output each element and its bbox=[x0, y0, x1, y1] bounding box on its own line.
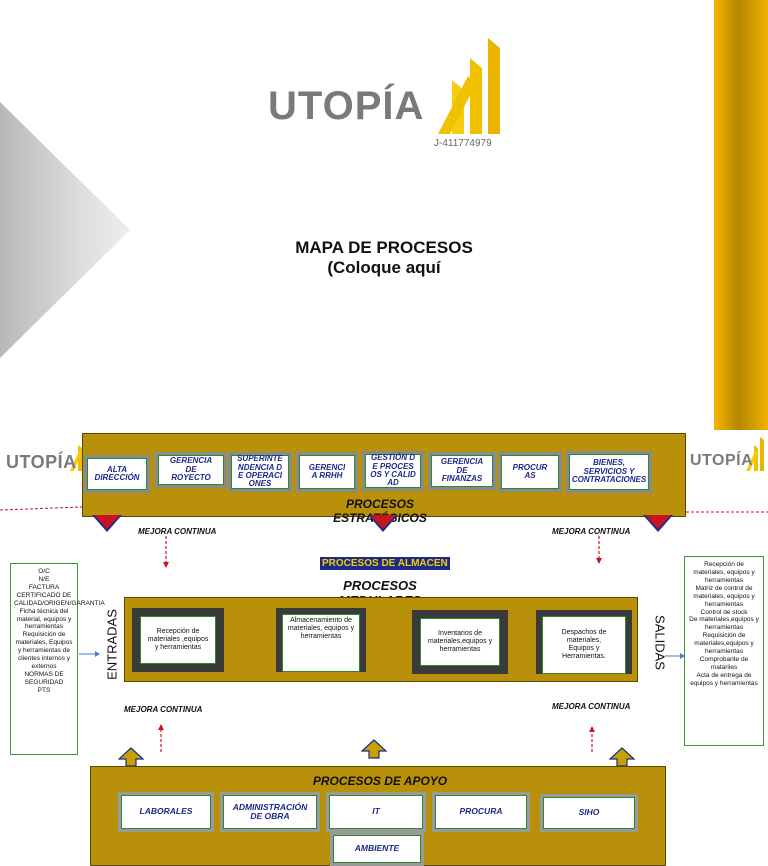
strategic-box-alta-direccion: ALTA DIRECCIÓN bbox=[84, 455, 150, 493]
strategic-box-label: BIENES, SERVICIOS Y CONTRATACIONES bbox=[569, 454, 649, 490]
medular-box-label: Despachos de materiales, Equipos y Herra… bbox=[542, 616, 626, 674]
strategic-box-label: GERENCIA DE FINANZAS bbox=[431, 455, 493, 487]
down-arrow-icon bbox=[643, 515, 673, 532]
small-logo-right: UTOPÍA bbox=[690, 437, 768, 477]
support-box-label: ADMINISTRACIÓN DE OBRA bbox=[223, 795, 317, 829]
small-logo-mark-icon bbox=[746, 437, 764, 471]
support-box-procura: PROCURA bbox=[432, 792, 530, 832]
support-box-label: AMBIENTE bbox=[333, 835, 421, 863]
up-arrow-icon bbox=[361, 739, 387, 759]
support-box-it: IT bbox=[326, 792, 426, 832]
almacen-label: PROCESOS DE ALMACEN bbox=[320, 557, 450, 570]
main-logo: UTOPÍA J-411774979 bbox=[268, 36, 518, 156]
inputs-box: O/C N/E FACTURA CERTIFICADO DE CALIDAD/O… bbox=[10, 563, 105, 755]
strategic-box-gerencia-finanzas: GERENCIA DE FINANZAS bbox=[428, 452, 496, 490]
outputs-box: Recepción de materiales, equipos y herra… bbox=[684, 556, 764, 746]
strategic-box-bienes-servicios: BIENES, SERVICIOS Y CONTRATACIONES bbox=[566, 451, 652, 493]
red-dashed-connectors bbox=[0, 506, 768, 752]
medular-box-almacenamiento: Almacenamiento de materiales, equipos y … bbox=[276, 608, 366, 672]
medular-box-despachos: Despachos de materiales, Equipos y Herra… bbox=[536, 610, 632, 674]
small-logo-left: UTOPÍA bbox=[6, 437, 88, 477]
strategic-box-gerencia-rrhh: GERENCIA RRHH bbox=[296, 452, 358, 492]
title-line-1: MAPA DE PROCESOS bbox=[295, 238, 473, 257]
decorative-gray-triangle bbox=[0, 102, 130, 358]
title-line-2: (Coloque aquí bbox=[327, 258, 441, 277]
support-box-label: IT bbox=[329, 795, 423, 829]
salidas-label: SALIDAS bbox=[652, 615, 668, 670]
support-box-laborales: LABORALES bbox=[118, 792, 214, 832]
strategic-box-gestion-procesos: GESTIÓN DE PROCESOS Y CALIDAD bbox=[362, 451, 424, 491]
mejora-continua-label: MEJORA CONTINUA bbox=[138, 527, 217, 536]
logo-text: UTOPÍA bbox=[268, 84, 425, 128]
up-arrow-icon bbox=[609, 747, 635, 767]
support-box-label: LABORALES bbox=[121, 795, 211, 829]
logo-mark-icon bbox=[438, 38, 500, 134]
decorative-gold-bar bbox=[714, 0, 768, 430]
medular-box-label: Almacenamiento de materiales, equipos y … bbox=[282, 614, 360, 672]
down-arrow-icon bbox=[368, 515, 398, 532]
medular-box-recepcion: Recepción de materiales ,equipos y herra… bbox=[132, 608, 224, 672]
entradas-label: ENTRADAS bbox=[104, 609, 120, 680]
small-logo-text: UTOPÍA bbox=[6, 452, 77, 472]
support-box-label: SIHO bbox=[543, 797, 635, 829]
support-box-label: PROCURA bbox=[435, 795, 527, 829]
strategic-box-procuras: PROCURAS bbox=[498, 452, 562, 492]
support-box-siho: SIHO bbox=[540, 794, 638, 832]
medular-heading-line-1: PROCESOS bbox=[343, 578, 417, 593]
up-arrow-icon bbox=[118, 747, 144, 767]
strategic-heading-line-1: PROCESOS bbox=[345, 497, 414, 511]
strategic-box-label: GERENCIA RRHH bbox=[299, 455, 355, 489]
small-logo-text: UTOPÍA bbox=[690, 452, 754, 469]
strategic-box-label: GESTIÓN DE PROCESOS Y CALIDAD bbox=[365, 454, 421, 488]
logo-rif: J-411774979 bbox=[434, 138, 492, 149]
support-box-administracion-obra: ADMINISTRACIÓN DE OBRA bbox=[220, 792, 320, 832]
down-arrow-icon bbox=[92, 515, 122, 532]
medular-box-label: Recepción de materiales ,equipos y herra… bbox=[140, 616, 216, 664]
strategic-box-label: GERENCIA DE ROYECTO bbox=[158, 455, 224, 485]
support-heading: PROCESOS DE APOYO bbox=[312, 774, 448, 788]
medular-box-label: Inventarios de materiales,equipos y herr… bbox=[420, 618, 500, 666]
strategic-box-gerencia-proyecto: GERENCIA DE ROYECTO bbox=[155, 452, 227, 488]
page-title: MAPA DE PROCESOS (Coloque aquí bbox=[234, 238, 534, 278]
medular-box-inventarios: Inventarios de materiales,equipos y herr… bbox=[412, 610, 508, 674]
strategic-box-label: SUPERINTENDENCIA DE OPERACIONES bbox=[231, 455, 289, 489]
mejora-continua-label: MEJORA CONTINUA bbox=[124, 705, 203, 714]
strategic-box-label: PROCURAS bbox=[501, 455, 559, 489]
mejora-continua-label: MEJORA CONTINUA bbox=[552, 702, 631, 711]
mejora-continua-label: MEJORA CONTINUA bbox=[552, 527, 631, 536]
strategic-box-superintendencia: SUPERINTENDENCIA DE OPERACIONES bbox=[228, 452, 292, 492]
strategic-box-label: ALTA DIRECCIÓN bbox=[87, 458, 147, 490]
support-box-ambiente: AMBIENTE bbox=[330, 832, 424, 866]
